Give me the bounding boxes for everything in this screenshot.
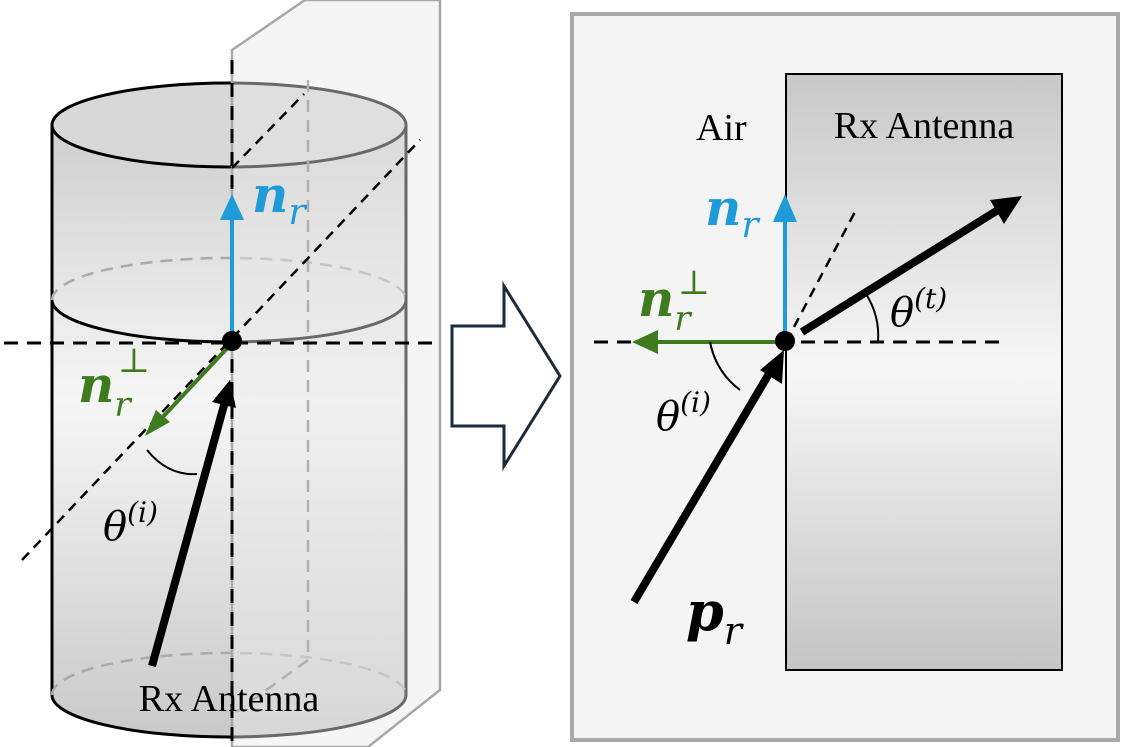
right-incident-ray [630,369,774,605]
right-tangent-label: nr [638,269,692,339]
left-normal-main: n [252,165,288,224]
cylinder-body [52,125,406,737]
right-normal-sub: r [741,205,760,246]
transmitted-angle-arc [865,293,880,343]
left-angle-sup: (i) [127,496,158,529]
vector-p-main: p [686,579,724,643]
left-tangent-main: n [78,355,114,414]
diagonal-reference-line [21,139,421,561]
right-antenna-label: Rx Antenna [834,105,1015,147]
left-angle-main: θ [103,504,127,550]
cylinder-bottom-back [50,651,408,696]
left-tangent-label: nr [78,355,132,425]
outline-right-arrow-icon [450,280,562,472]
left-incident-angle-label: θ(i) [103,496,158,550]
right-normal-arrowhead [773,194,797,222]
tangent-vector-arrow [158,341,234,422]
cross-section-back [50,256,408,301]
left-panel: nr nr ⊥ θ(i) Rx Antenna [4,0,442,747]
left-tangent-sub: r [114,385,132,425]
right-tangent-main: n [638,269,674,328]
vector-p-label: pr [686,579,745,653]
right-normal-label: nr [705,178,760,246]
right-incident-angle-sup: (i) [680,386,711,419]
vector-p-sub: r [724,609,745,653]
right-incident-angle-label: θ(i) [656,386,711,440]
transmitted-angle-main: θ [890,290,914,336]
right-normal-main: n [705,178,741,237]
tangent-plane [230,0,442,747]
right-incident-ray-arrowhead [760,350,784,384]
transmitted-ray [799,206,1001,336]
left-antenna-label: Rx Antenna [139,678,320,720]
left-normal-label: nr [252,165,307,233]
cylinder-bottom-front [50,694,408,739]
right-tangent-sup: ⊥ [678,263,710,303]
incident-angle-arc [146,449,198,476]
right-intersection-point [775,331,795,351]
right-incident-angle-main: θ [656,394,680,440]
transmitted-angle-sup: (t) [914,282,947,315]
left-normal-sub: r [288,192,307,233]
tangent-arrowhead [145,410,170,436]
transmitted-angle-label: θ(t) [890,282,947,336]
incident-ray [148,396,230,668]
intersection-point [222,331,242,351]
plane-hidden-bottom [235,658,309,714]
left-tangent-sup: ⊥ [118,341,150,381]
antenna-slab [785,73,1063,671]
air-label: Air [696,107,747,149]
right-panel: Air Rx Antenna nr nr ⊥ θ(i) [570,12,1120,742]
normal-arrowhead [220,194,244,220]
right-tangent-arrowhead [632,330,658,354]
right-incident-angle-arc [709,341,741,391]
plane-top-edge [231,93,305,169]
incident-ray-arrowhead [212,380,236,408]
right-normal-extension-line [784,209,858,343]
right-tangent-sub: r [674,299,692,339]
transmitted-ray-arrowhead [990,196,1022,224]
